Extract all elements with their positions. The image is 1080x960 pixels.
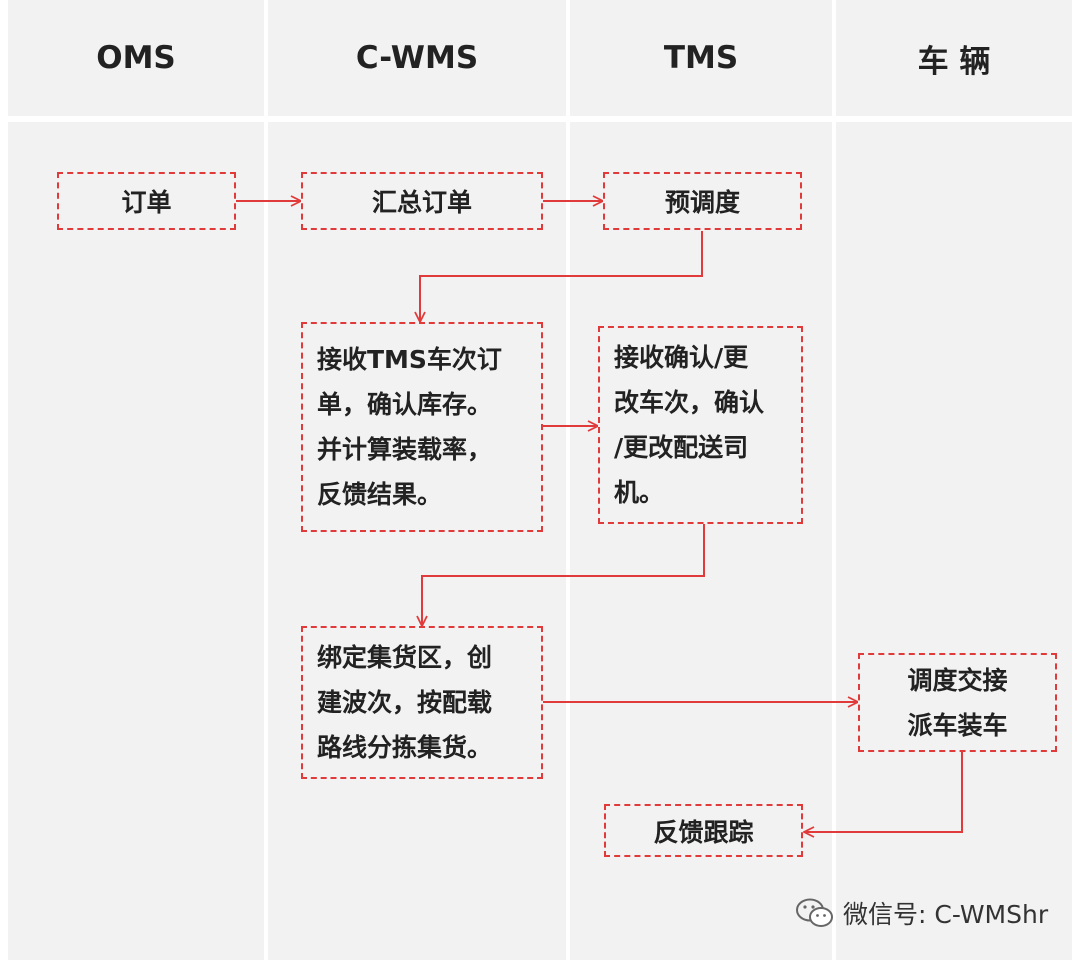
arrow-dispatch-to-feedback [804, 752, 963, 832]
node-order: 订单 [57, 172, 236, 230]
watermark-text: 微信号: C-WMShr [843, 900, 1049, 929]
node-pre-dispatch: 预调度 [603, 172, 802, 230]
node-bind-area: 绑定集货区，创 建波次，按配载 路线分拣集货。 [301, 626, 543, 779]
lane-title: TMS [663, 40, 739, 76]
node-summary-order: 汇总订单 [301, 172, 543, 230]
lane-title: OMS [96, 40, 176, 76]
arrow-confirm-to-bind [422, 524, 705, 626]
node-feedback-track: 反馈跟踪 [604, 804, 803, 857]
arrow-predispatch-to-receive [420, 231, 703, 322]
lane-title: 车 辆 [917, 43, 991, 80]
lane-vehicle: 车 辆 [836, 0, 1072, 960]
node-confirm-change: 接收确认/更 改车次，确认 /更改配送司 机。 [598, 326, 803, 524]
lane-title: C-WMS [355, 40, 479, 76]
watermark: 微信号: C-WMShr [795, 896, 1048, 930]
lane-oms: OMS [8, 0, 264, 960]
node-receive-trip: 接收TMS车次订 单，确认库存。 并计算装载率， 反馈结果。 [301, 322, 543, 532]
wechat-icon [796, 898, 833, 927]
node-dispatch-load: 调度交接 派车装车 [858, 653, 1057, 752]
header-divider [0, 116, 1080, 122]
